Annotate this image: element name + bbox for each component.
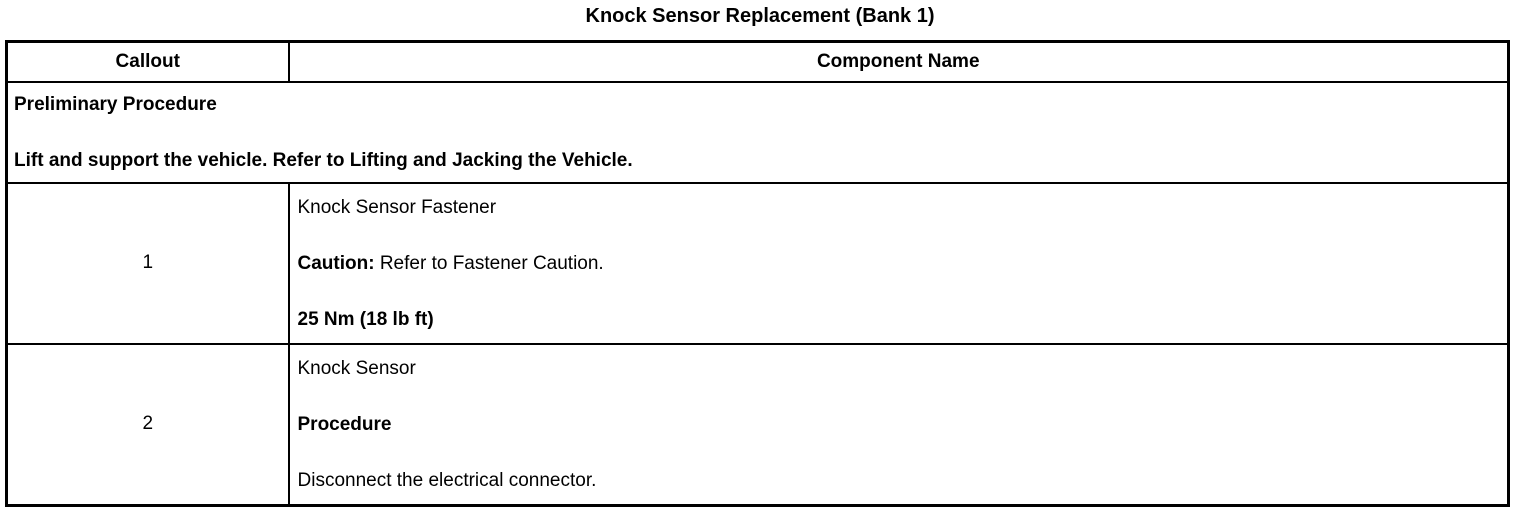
- component-title: Knock Sensor: [297, 357, 416, 379]
- caution-text: Refer to Fastener Caution.: [374, 252, 604, 274]
- procedure-heading: Procedure: [297, 413, 392, 435]
- page-title: Knock Sensor Replacement (Bank 1): [585, 5, 935, 27]
- document-page: Knock Sensor Replacement (Bank 1) Callou…: [5, 5, 1510, 507]
- caution-line: Caution: Refer to Fastener Caution.: [298, 253, 1498, 275]
- preliminary-cell: Preliminary Procedure Lift and support t…: [5, 80, 1510, 184]
- preliminary-row: Preliminary Procedure Lift and support t…: [5, 80, 1510, 184]
- component-title: Knock Sensor Fastener: [297, 196, 497, 218]
- component-cell: Knock Sensor Procedure Disconnect the el…: [287, 342, 1510, 506]
- procedure-step: Disconnect the electrical connector.: [297, 469, 597, 491]
- callout-number: 2: [5, 342, 290, 506]
- callout-number: 1: [5, 181, 290, 345]
- table-header-row: Callout Component Name: [5, 40, 1510, 83]
- component-table: Callout Component Name Preliminary Proce…: [5, 40, 1510, 507]
- caution-label: Caution:: [297, 252, 375, 274]
- header-component-name: Component Name: [287, 40, 1510, 83]
- preliminary-instruction: Lift and support the vehicle. Refer to L…: [14, 149, 633, 171]
- header-callout: Callout: [5, 40, 290, 83]
- preliminary-heading: Preliminary Procedure: [14, 93, 217, 115]
- torque-spec: 25 Nm (18 lb ft): [297, 308, 434, 330]
- component-cell: Knock Sensor Fastener Caution: Refer to …: [287, 181, 1510, 345]
- table-row: 2 Knock Sensor Procedure Disconnect the …: [5, 342, 1510, 506]
- table-row: 1 Knock Sensor Fastener Caution: Refer t…: [5, 181, 1510, 345]
